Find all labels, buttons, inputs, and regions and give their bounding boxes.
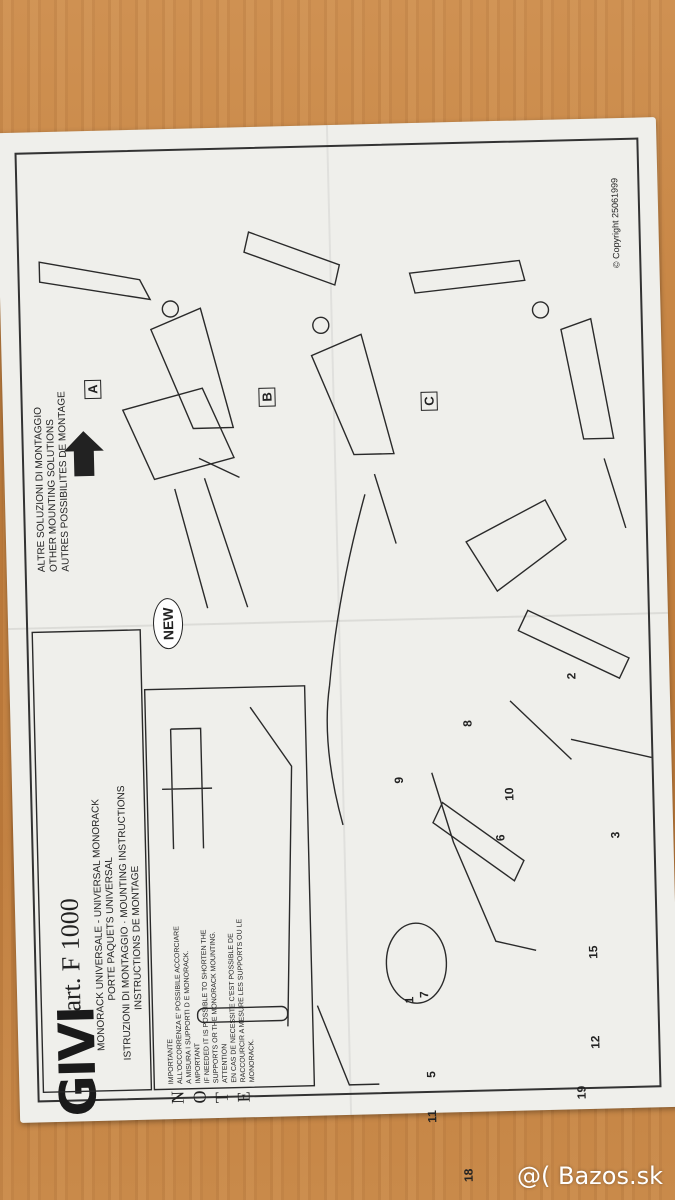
motorcycle-body-curve xyxy=(326,494,366,826)
variant-a-bracket xyxy=(38,261,152,301)
part-number-label: 7 xyxy=(417,991,431,998)
part-number-label: 11 xyxy=(425,1110,439,1123)
part-number-text: 6 xyxy=(493,834,508,842)
part-number-text: 12 xyxy=(588,1035,603,1050)
title-box-outline xyxy=(31,629,153,1094)
assembly-drawing xyxy=(31,231,652,1094)
variant-b-tube xyxy=(310,333,395,456)
motorcycle-seat xyxy=(465,498,567,593)
part-number-label: 2 xyxy=(564,672,578,679)
watermark-text: @( Bazos.sk xyxy=(517,1162,663,1190)
part-number-label: 3 xyxy=(608,831,622,838)
part-number-text: 9 xyxy=(391,776,407,784)
rod-drawing xyxy=(249,706,293,1027)
variant-a-tube xyxy=(149,307,235,430)
part-number-text: 7 xyxy=(417,991,432,999)
part-number-label: 5 xyxy=(424,1071,438,1078)
part-number-text: 8 xyxy=(460,720,475,728)
bazos-watermark: @( Bazos.sk xyxy=(517,1162,663,1190)
variant-a-bolt xyxy=(198,457,240,478)
part-number-text: 2 xyxy=(564,672,579,680)
shock-spring xyxy=(517,609,630,680)
note-box-outline xyxy=(143,685,316,1091)
variant-c-tube xyxy=(560,317,615,440)
part-number-label: 18 xyxy=(461,1168,475,1182)
part-number-label: 19 xyxy=(574,1086,588,1100)
rack-support-drawing xyxy=(174,477,249,609)
part-number-label: 15 xyxy=(586,945,600,959)
part-number-label: 9 xyxy=(392,777,406,784)
part-number-text: 19 xyxy=(574,1085,589,1100)
part-number-text: 3 xyxy=(608,831,623,839)
part-number-text: 5 xyxy=(424,1071,439,1079)
variant-b-nut xyxy=(312,316,330,335)
part-number-text: 15 xyxy=(586,945,601,960)
main-bracket xyxy=(432,801,525,882)
exhaust-line xyxy=(570,738,652,759)
part-number-text: 10 xyxy=(502,787,517,802)
part-number-label: 6 xyxy=(493,834,507,841)
variant-a-nut xyxy=(161,300,180,318)
part-number-text: 1 xyxy=(402,996,417,1004)
main-tube xyxy=(431,772,537,951)
direction-arrow-icon xyxy=(63,431,104,477)
variant-c-nut xyxy=(531,301,550,319)
variant-c-bolt xyxy=(603,458,627,529)
foot-peg xyxy=(316,1005,380,1086)
part-number-text: 11 xyxy=(425,1109,440,1124)
variant-c-bracket xyxy=(408,259,526,294)
part-number-label: 8 xyxy=(460,720,474,727)
bar-drawing xyxy=(196,1005,289,1024)
arm-drawing xyxy=(509,700,572,760)
part-number-text: 18 xyxy=(461,1168,476,1183)
part-number-label: 1 xyxy=(402,997,416,1004)
variant-b-bracket xyxy=(243,231,341,286)
variant-b-bolt xyxy=(373,473,397,544)
round-plate xyxy=(385,922,448,1004)
rack-drawing xyxy=(121,387,235,481)
hacksaw-drawing xyxy=(162,727,213,850)
part-number-label: 10 xyxy=(502,787,516,801)
instruction-sheet: GIVI art. F 1000 MONORACK UNIVERSALE - U… xyxy=(0,117,675,1182)
part-number-label: 12 xyxy=(588,1035,602,1049)
